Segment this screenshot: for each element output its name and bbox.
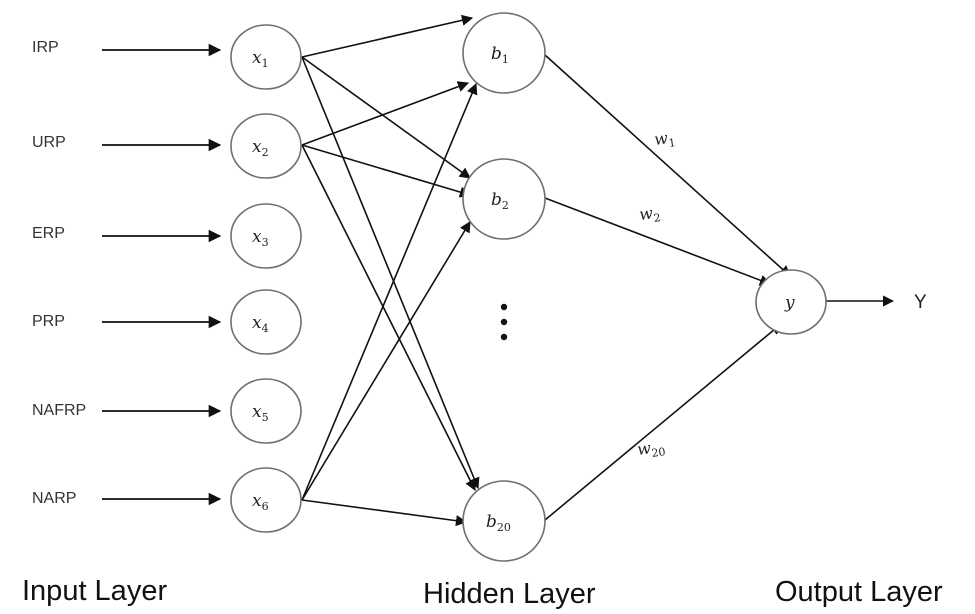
input-label-erp: ERP [32, 225, 65, 242]
edge-x1-b20 [301, 56, 480, 490]
edge-x6-b20 [301, 499, 468, 527]
input-label-prp: PRP [32, 313, 65, 330]
input-node-x5: x5 [230, 378, 302, 444]
input-layer-label: Input Layer [22, 575, 167, 607]
input-node-x3: x3 [230, 203, 302, 269]
input-hidden-edges [301, 14, 480, 527]
edge-x1-b1 [301, 14, 474, 58]
svg-text:b2: b2 [491, 190, 509, 212]
hidden-output-edges [544, 54, 895, 521]
edge-x6-b1 [301, 82, 478, 501]
weight-w20: w20 [636, 436, 666, 462]
weight-labels: w1 w2 w20 [636, 127, 677, 462]
input-nodes: x1 x2 x3 x4 x5 x6 [230, 24, 302, 533]
input-node-x2: x2 [230, 113, 302, 179]
input-node-x4: x4 [230, 289, 302, 355]
output-node-label: y [784, 293, 795, 313]
input-node-x1: x1 [230, 24, 302, 90]
input-label-nafrp: NAFRP [32, 402, 86, 419]
edge-b1-y [544, 54, 791, 277]
edge-b20-y [544, 323, 782, 521]
edge-x2-b1 [301, 81, 470, 146]
hidden-nodes: b1 b2 b20 [462, 12, 546, 562]
input-node-x6: x6 [230, 467, 302, 533]
edge-x6-b2 [301, 221, 471, 501]
output-layer-label: Output Layer [775, 576, 943, 608]
edge-b2-y [544, 197, 772, 286]
svg-text:x4: x4 [252, 313, 269, 335]
input-label-irp: IRP [32, 39, 59, 56]
ellipsis-icon [500, 303, 508, 341]
hidden-node-b1: b1 [462, 12, 546, 94]
svg-text:x1: x1 [252, 48, 269, 70]
output-label: Y [914, 292, 927, 313]
input-label-narp: NARP [32, 490, 76, 507]
svg-text:x3: x3 [252, 227, 269, 249]
hidden-node-b2: b2 [462, 158, 546, 240]
output-node: y [755, 269, 827, 335]
svg-text:b20: b20 [486, 512, 511, 534]
svg-text:x5: x5 [252, 402, 269, 424]
svg-text:b1: b1 [491, 44, 509, 66]
weight-w2: w2 [638, 202, 662, 227]
edge-x1-b2 [301, 56, 471, 179]
input-label-urp: URP [32, 134, 66, 151]
hidden-node-b20: b20 [462, 480, 546, 562]
edge-x2-b2 [301, 144, 472, 198]
input-feeds: IRP URP ERP PRP NAFRP NARP [32, 39, 222, 507]
weight-w1: w1 [653, 127, 677, 152]
svg-text:x6: x6 [252, 491, 269, 513]
edge-x2-b20 [301, 144, 476, 492]
hidden-layer-label: Hidden Layer [423, 578, 596, 610]
svg-text:x2: x2 [252, 137, 269, 159]
